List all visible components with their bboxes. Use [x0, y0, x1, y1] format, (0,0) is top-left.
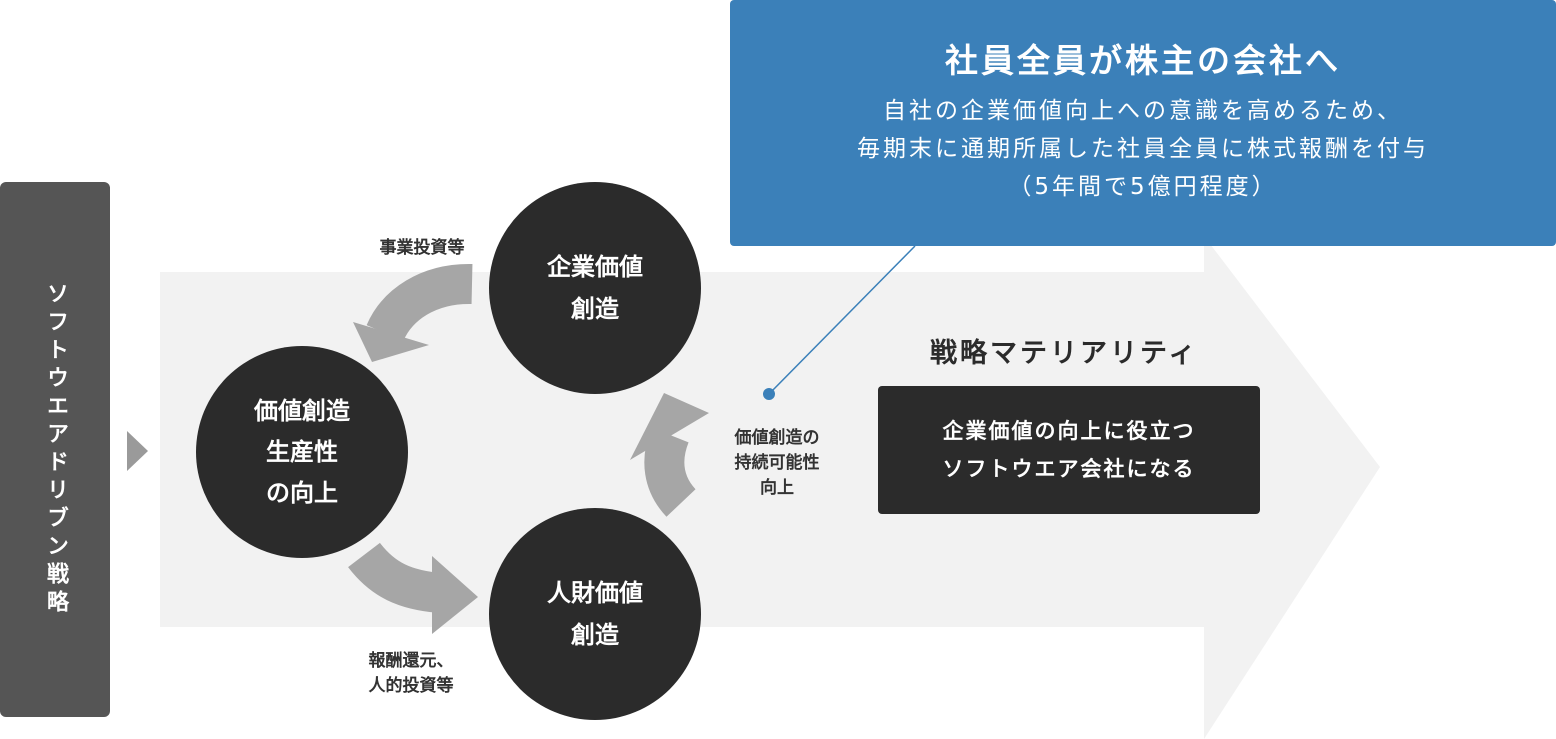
node-corporate-value [489, 182, 701, 394]
node-human-capital [489, 508, 701, 720]
cycle-arrow-left-to-bottom [348, 542, 443, 613]
side-strategy-label: ソフトウエアドリブン戦略 [43, 281, 68, 618]
arrow-label-compensation: 報酬還元、 人的投資等 [368, 651, 454, 696]
callout-connector-line [768, 245, 916, 395]
callout-body: 自社の企業価値向上への意識を高めるため、 毎期末に通期所属した社員全員に株式報酬… [857, 98, 1429, 200]
node-corporate-value-label: 企業価値 創造 [547, 253, 643, 323]
pointer-triangle [127, 431, 148, 471]
callout-box: 社員全員が株主の会社へ 自社の企業価値向上への意識を高めるため、 毎期末に通期所… [730, 0, 1556, 246]
background-arrow [160, 236, 1380, 739]
side-strategy-bar: ソフトウエアドリブン戦略 [0, 182, 110, 717]
cycle-arrow-top-to-left-head [353, 322, 429, 362]
arrow-label-business-investment: 事業投資等 [379, 238, 465, 258]
node-productivity [196, 346, 408, 558]
node-human-capital-label: 人財価値 創造 [547, 579, 643, 649]
callout-connector-dot [763, 388, 775, 400]
cycle-arrow-left-to-bottom-head [432, 556, 478, 634]
arrow-label-sustainability: 価値創造の 持続可能性 向上 [734, 428, 820, 498]
cycle-arrow-bottom-to-top-head [630, 393, 709, 460]
materiality-statement: 企業価値の向上に役立つ ソフトウエア会社になる [878, 386, 1260, 514]
cycle-arrow-top-to-left [366, 264, 473, 342]
materiality-title: 戦略マテリアリティ [930, 338, 1199, 369]
cycle-arrow-bottom-to-top [644, 427, 697, 517]
node-productivity-label: 価値創造 生産性 の向上 [254, 396, 350, 507]
callout-title: 社員全員が株主の会社へ [945, 41, 1341, 80]
